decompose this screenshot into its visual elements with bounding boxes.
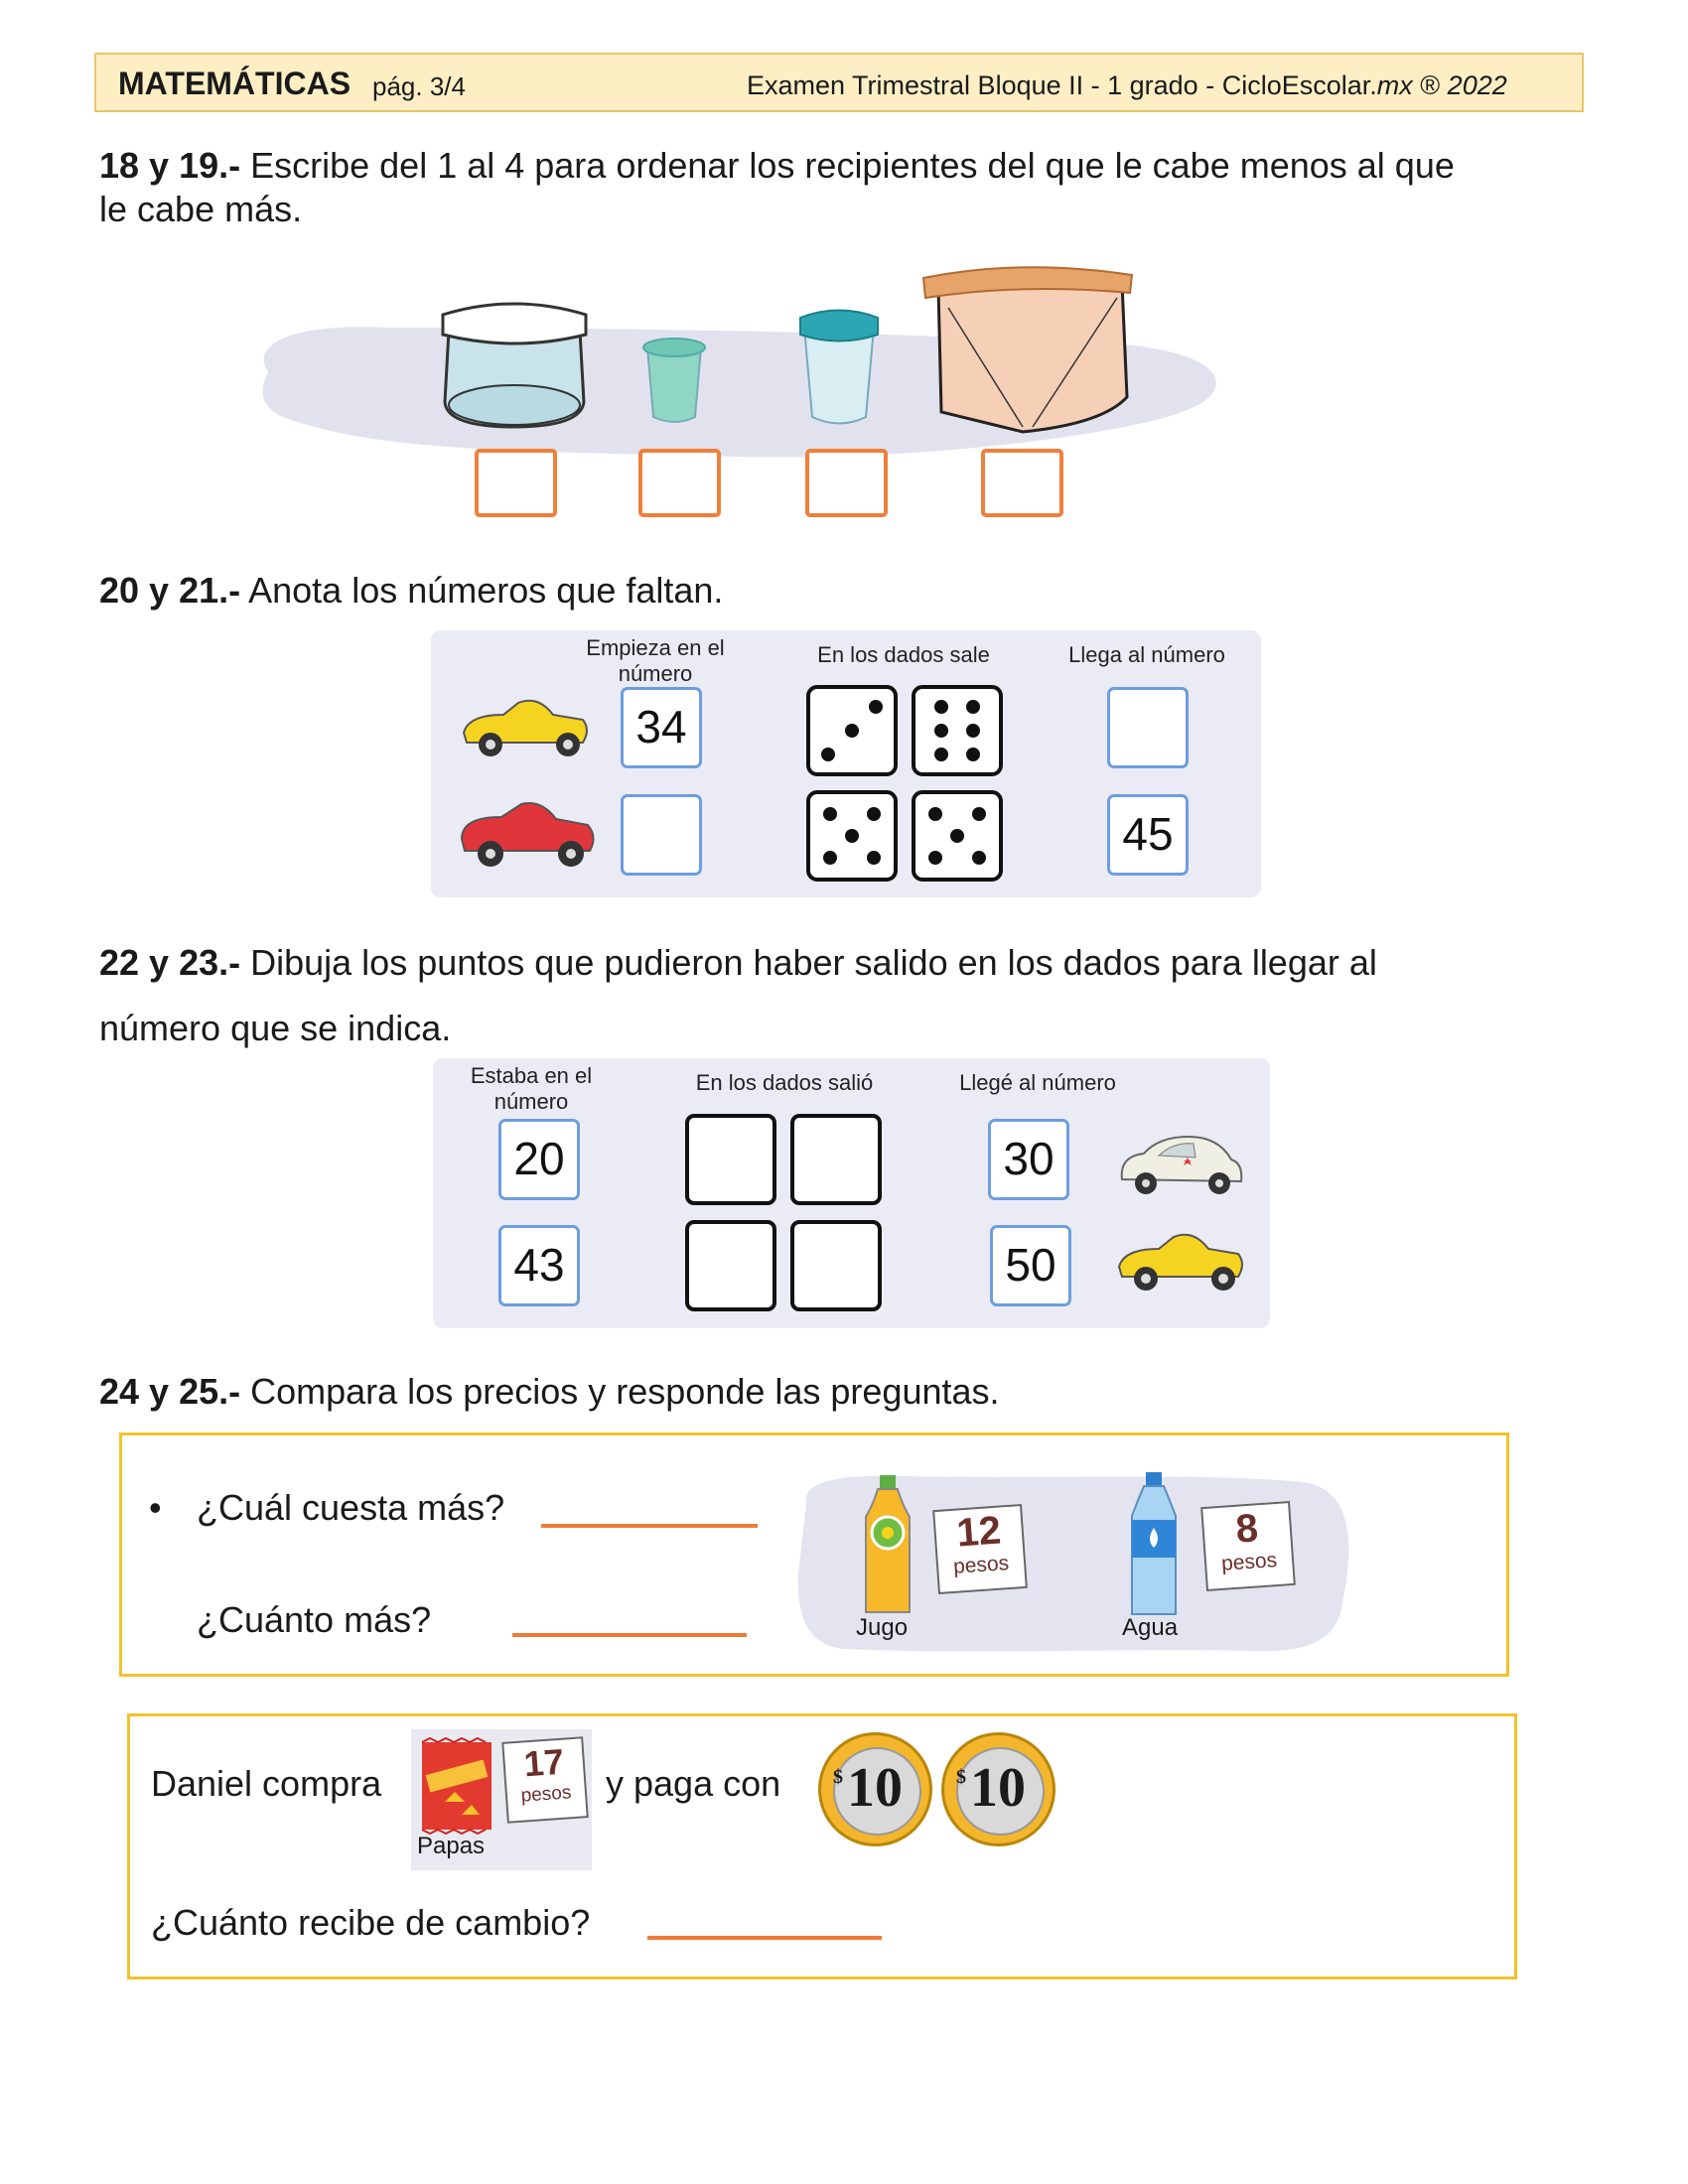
box-container-icon [921, 266, 1134, 434]
blank-die-input[interactable] [685, 1220, 776, 1311]
juice-price-card: 12 pesos [932, 1503, 1028, 1595]
question-22-text-2: número que se indica. [99, 1008, 452, 1048]
pays-with-text: y paga con [606, 1763, 781, 1804]
question-20-prompt: 20 y 21.- Anota los números que faltan. [99, 569, 723, 613]
question-22-number: 22 y 23.- [99, 942, 241, 983]
question-18-text: Escribe del 1 al 4 para ordenar los reci… [240, 145, 1455, 186]
exam-title-text: Examen Trimestral Bloque II - 1 grado - … [747, 70, 1377, 100]
small-cup-icon [642, 338, 706, 423]
white-beetle-car-icon [1120, 1135, 1243, 1194]
answer-box-4[interactable] [981, 449, 1063, 517]
coin-value: 10 [847, 1757, 903, 1819]
was-number-row-1: 20 [498, 1119, 580, 1200]
column-label-end: Llega al número [1068, 642, 1225, 667]
start-number-row-1: 34 [621, 687, 702, 768]
page-number: pág. 3/4 [372, 71, 466, 101]
column-label-arrived: Llegé al número [959, 1070, 1116, 1095]
start-number-input-row-2[interactable] [621, 794, 702, 876]
column-label-start-1: Empieza en el [586, 635, 725, 660]
change-question: ¿Cuánto recibe de cambio? [151, 1902, 591, 1943]
chips-label: Papas [417, 1833, 486, 1859]
chips-price: 17 [522, 1740, 566, 1785]
coin-symbol: $ [956, 1766, 966, 1788]
yellow-race-car-icon [1117, 1233, 1243, 1291]
die-six-icon [912, 685, 1003, 776]
water-bottle-icon [1131, 1472, 1177, 1615]
die-five-icon [912, 790, 1003, 882]
answer-line-change[interactable] [647, 1936, 882, 1940]
column-label-dice: En los dados sale [817, 642, 990, 667]
arrived-number-row-2: 50 [990, 1225, 1071, 1306]
chips-bag-icon [421, 1737, 492, 1836]
medium-cup-icon [799, 309, 879, 425]
large-jar-icon [441, 302, 588, 429]
water-price: 8 [1234, 1506, 1260, 1552]
answer-box-3[interactable] [805, 449, 888, 517]
answer-line-how-much[interactable] [512, 1633, 747, 1637]
bullet: • [149, 1487, 162, 1528]
question-22-prompt: 22 y 23.- Dibuja los puntos que pudieron… [99, 930, 1589, 1061]
containers-illustration [262, 266, 1216, 458]
exam-year: 2022 [1447, 70, 1507, 100]
red-race-car-icon [460, 802, 595, 867]
exam-title-reg: ® [1412, 70, 1448, 100]
question-18-text-2: le cabe más. [99, 189, 303, 229]
ten-peso-coin-icon: $ 10 [818, 1732, 932, 1846]
die-five-icon [806, 790, 898, 882]
arrived-number-row-1: 30 [988, 1119, 1069, 1200]
coin-symbol: $ [833, 1766, 843, 1788]
was-number-row-2: 43 [498, 1225, 580, 1306]
coin-value: 10 [970, 1757, 1026, 1819]
answer-box-2[interactable] [638, 449, 721, 517]
question-18-prompt: 18 y 19.- Escribe del 1 al 4 para ordena… [99, 144, 1589, 231]
question-20-number: 20 y 21.- [99, 570, 241, 611]
question-22-text: Dibuja los puntos que pudieron haber sal… [240, 942, 1377, 983]
water-price-unit: pesos [1220, 1549, 1278, 1575]
question-18-number: 18 y 19.- [99, 145, 241, 186]
water-price-card: 8 pesos [1200, 1500, 1296, 1592]
ten-peso-coin-icon: $ 10 [941, 1732, 1055, 1846]
chips-price-card: 17 pesos [501, 1736, 589, 1824]
exam-title-mx: mx [1376, 70, 1413, 100]
column-label-start-2: número [618, 661, 693, 686]
juice-label: Jugo [856, 1614, 909, 1641]
juice-bottle-icon [865, 1475, 911, 1613]
juice-price: 12 [955, 1508, 1003, 1556]
water-label: Agua [1122, 1614, 1179, 1641]
question-how-much-more: ¿Cuánto más? [197, 1599, 432, 1640]
answer-box-1[interactable] [475, 449, 557, 517]
end-number-row-2: 45 [1107, 794, 1189, 876]
question-20-text: Anota los números que faltan. [240, 570, 724, 611]
exam-title: Examen Trimestral Bloque II - 1 grado - … [747, 70, 1507, 101]
column-label-was-1: Estaba en el [470, 1063, 593, 1088]
subject-title: MATEMÁTICAS [118, 66, 352, 101]
question-24-text: Compara los precios y responde las pregu… [240, 1371, 1000, 1412]
question-24-prompt: 24 y 25.- Compara los precios y responde… [99, 1370, 1000, 1414]
question-which-costs-more: ¿Cuál cuesta más? [197, 1487, 505, 1528]
compare-prices-frame [119, 1433, 1509, 1677]
daniel-buys-text: Daniel compra [151, 1763, 382, 1804]
blank-die-input[interactable] [790, 1114, 882, 1205]
chips-price-unit: pesos [519, 1782, 573, 1807]
blank-die-input[interactable] [790, 1220, 882, 1311]
blank-die-input[interactable] [685, 1114, 776, 1205]
yellow-race-car-icon [462, 699, 588, 756]
column-label-dice-rolled: En los dados salió [695, 1070, 874, 1095]
end-number-input-row-1[interactable] [1107, 687, 1189, 768]
daniel-change-frame [127, 1713, 1517, 1979]
die-three-icon [806, 685, 898, 776]
column-label-was-2: número [493, 1089, 569, 1114]
juice-price-unit: pesos [952, 1552, 1010, 1578]
page-header: MATEMÁTICAS pág. 3/4 Examen Trimestral B… [94, 53, 1584, 112]
answer-line-which[interactable] [541, 1524, 758, 1528]
question-24-number: 24 y 25.- [99, 1371, 241, 1412]
